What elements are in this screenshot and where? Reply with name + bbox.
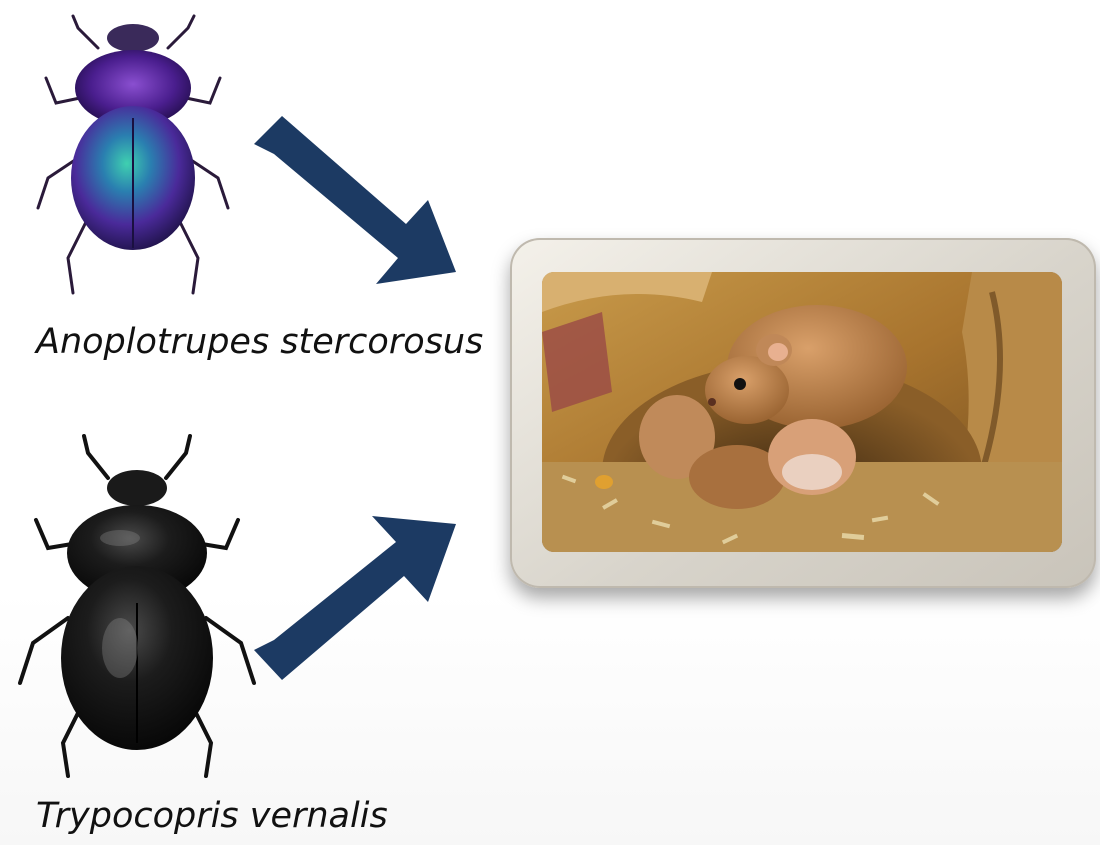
photo-frame [510, 238, 1096, 588]
purple-beetle-icon [28, 8, 238, 298]
black-beetle-icon [8, 428, 266, 780]
anoplotrupes-stercorosus-image [28, 8, 238, 298]
arrow-down-right-icon [246, 116, 466, 288]
mouse-nest-photo [542, 272, 1062, 552]
species-label-anoplotrupes: Anoplotrupes stercorosus [36, 322, 483, 362]
trypocopris-vernalis-image [8, 428, 266, 780]
species-label-trypocopris: Trypocopris vernalis [36, 796, 388, 836]
arrow-up-right-icon [246, 506, 466, 686]
mouse-with-pups-icon [542, 272, 1062, 552]
